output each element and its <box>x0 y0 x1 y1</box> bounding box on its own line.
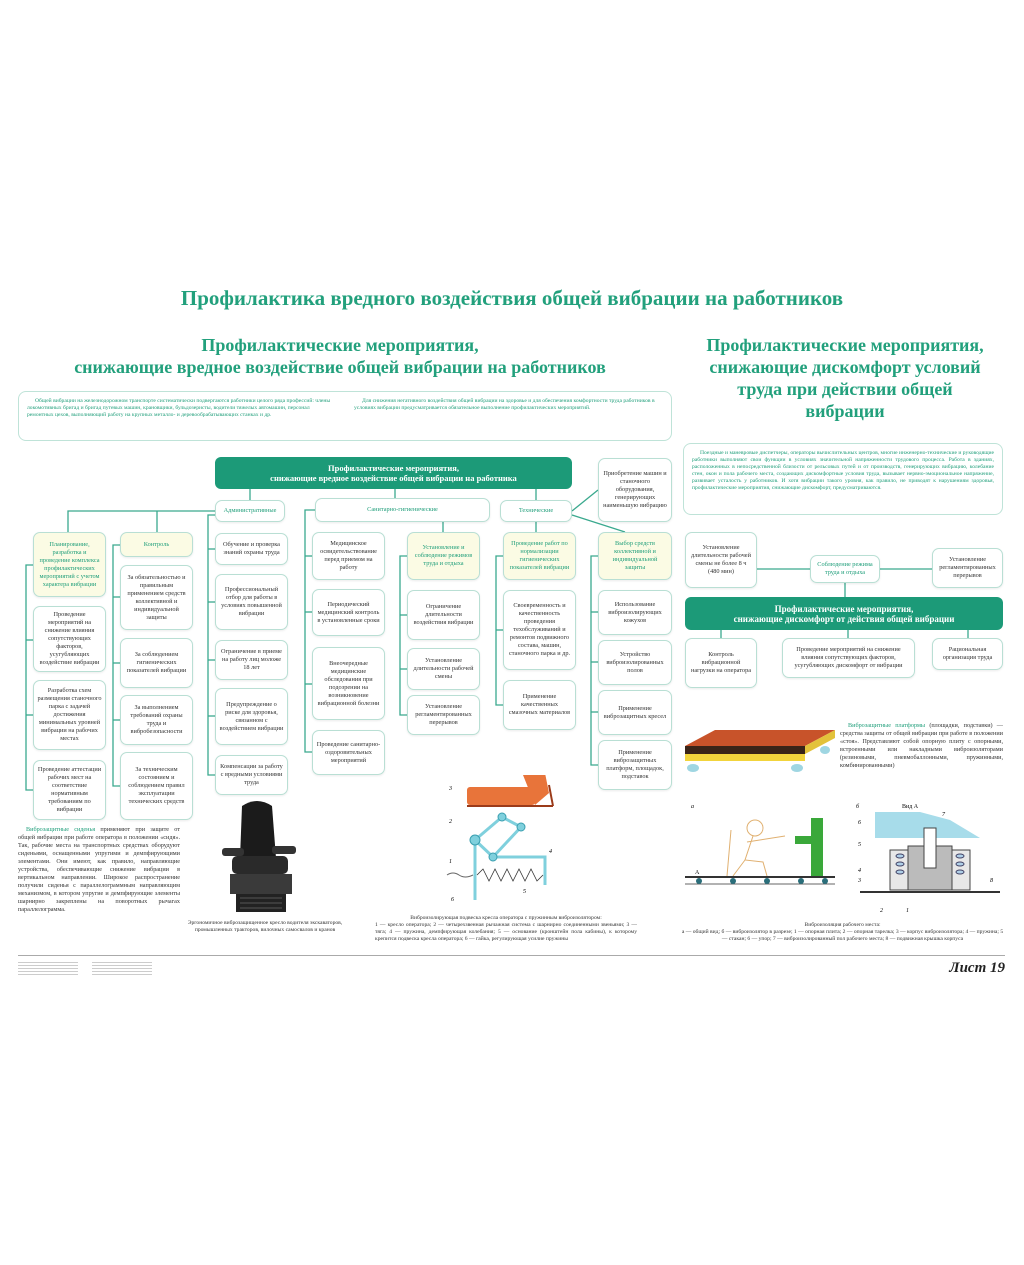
measure-box: Устройство виброизолированных полов <box>598 640 672 685</box>
measure-box: Проведение санитарно-оздоровительных мер… <box>312 730 385 775</box>
measure-box: Разработка схем размещения станочного па… <box>33 680 106 750</box>
measure-box: Применение виброзащитных платформ, площа… <box>598 740 672 790</box>
footer-imprint-small-print <box>92 962 152 976</box>
purchase-box: Приобретение машин и станочного оборудов… <box>598 458 672 522</box>
measure-box: Применение качественных смазочных матери… <box>503 680 576 730</box>
sheet-number: Лист 19 <box>949 960 1005 976</box>
suspension-label-2: 2 <box>449 819 452 825</box>
ergonomic-chair-image <box>222 801 296 912</box>
seats-paragraph: Виброзащитные сиденья применяют при защи… <box>18 826 180 914</box>
vibration-platform-image <box>685 730 835 772</box>
seat-suspension-diagram: 3 2 1 4 5 6 <box>446 775 554 903</box>
right-subtitle-line1: Профилактические мероприятия, <box>706 335 984 355</box>
measure-box: Профессиональный отбор для работы в усло… <box>215 574 288 630</box>
protection-header-box: Выбор средств коллективной и индивидуаль… <box>598 532 672 580</box>
measure-box: Ограничение в приеме на работу лиц молож… <box>215 640 288 680</box>
iso-label-2: 2 <box>880 908 883 914</box>
control-header-box: Контроль <box>120 532 193 557</box>
point-a-label: А <box>695 870 700 876</box>
measure-box: За обязательностью и правильным применен… <box>120 565 193 630</box>
isolation-caption-text: а — общий вид; б — виброизолятор в разре… <box>681 929 1004 942</box>
measure-box: Обучение и проверка знаний охраны труда <box>215 533 288 565</box>
poster-title: Профилактика вредного воздействия общей … <box>180 286 844 310</box>
platforms-text: (площадки, подставки) — средства защиты … <box>840 722 1003 769</box>
left-subtitle-line2: снижающие вредное воздействие общей вибр… <box>74 357 606 377</box>
vibration-isolator-section-diagram: б Вид А 1 2 3 4 5 6 7 8 <box>856 803 1000 914</box>
iso-label-7: 7 <box>942 812 946 818</box>
seats-highlight: Виброзащитные сиденья <box>26 826 96 833</box>
footer-imprint-small-print <box>18 962 78 976</box>
category-sanitary: Санитарно-гигиенические <box>315 498 490 522</box>
measure-box: За соблюдением гигиенических показателей… <box>120 638 193 688</box>
factors-box: Проведение мероприятий на снижение влиян… <box>782 638 915 678</box>
right-subtitle: Профилактические мероприятия, снижающие … <box>680 334 1010 422</box>
isolation-caption: Виброизоляция рабочего места: а — общий … <box>680 922 1005 943</box>
left-intro-text-2: Для снижения негативного воздействия общ… <box>354 398 655 411</box>
breaks-box: Установление регламентированных перерыво… <box>932 548 1003 588</box>
suspension-caption-text: 1 — кресло оператора; 2 — четырехзвенная… <box>375 922 637 942</box>
right-central-line1: Профилактические мероприятия, <box>774 603 914 614</box>
suspension-label-6: 6 <box>451 897 454 903</box>
right-intro-box: Поездные и маневровые диспетчеры, операт… <box>683 443 1003 515</box>
measure-box: Медицинское освидетельствование перед пр… <box>312 532 385 580</box>
seats-text: применяют при защите от общей вибрации п… <box>18 826 180 913</box>
workplace-isolation-diagram: а А <box>685 804 835 885</box>
measure-box: Своевременность и качественность проведе… <box>503 590 576 670</box>
suspension-label-1: 1 <box>449 859 452 865</box>
left-subtitle: Профилактические мероприятия, снижающие … <box>40 334 640 378</box>
view-a-label: Вид А <box>902 804 919 810</box>
measure-box: Предупреждение о риске для здоровья, свя… <box>215 688 288 745</box>
right-central-header: Профилактические мероприятия, снижающие … <box>685 597 1003 630</box>
right-subtitle-line3: труда при действии общей <box>737 379 953 399</box>
diagram-b-label: б <box>856 803 860 810</box>
iso-label-3: 3 <box>857 878 861 884</box>
measure-box: Проведение мероприятий на снижение влиян… <box>33 606 106 672</box>
platforms-highlight: Виброзащитные платформы <box>848 722 926 729</box>
suspension-caption-title: Виброизолирующая подвеска кресла операто… <box>410 915 602 921</box>
measure-box: За выполнением требований охраны труда и… <box>120 695 193 745</box>
iso-label-1: 1 <box>906 908 909 914</box>
control-load-box: Контроль вибрационной нагрузки на операт… <box>685 638 757 688</box>
measure-box: Периодический медицинский контроль в уст… <box>312 589 385 636</box>
footer-divider <box>18 955 1005 956</box>
left-intro-text-1: Общей вибрации на железнодорожном трансп… <box>27 398 331 418</box>
measure-box: За техническим состоянием и соблюдением … <box>120 752 193 820</box>
shift-duration-box: Установление длительности рабочей смены … <box>685 532 757 588</box>
iso-label-4: 4 <box>858 867 861 874</box>
measure-box: Использование виброизолирующих кожухов <box>598 590 672 635</box>
suspension-label-3: 3 <box>448 786 452 792</box>
suspension-label-5: 5 <box>523 889 526 895</box>
left-central-line1: Профилактические мероприятия, <box>328 463 459 473</box>
measure-box: Установление регламентированных перерыво… <box>407 695 480 735</box>
regime-header-box: Установление и соблюдение режимов труда … <box>407 532 480 580</box>
chair-caption: Эргономичное виброзащищенное кресло води… <box>187 920 343 933</box>
category-technical: Технические <box>500 500 572 522</box>
measure-box: Установление длительности рабочей смены <box>407 648 480 690</box>
regime-box: Соблюдение режима труда и отдыха <box>810 555 880 583</box>
measure-box: Внеочередные медицинские обследования пр… <box>312 647 385 720</box>
suspension-caption: Виброизолирующая подвеска кресла операто… <box>375 915 637 943</box>
iso-label-8: 8 <box>990 878 993 884</box>
left-central-header: Профилактические мероприятия, снижающие … <box>215 457 572 489</box>
isolation-caption-title: Виброизоляция рабочего места: <box>804 922 881 928</box>
suspension-label-4: 4 <box>549 848 552 855</box>
right-subtitle-line2: снижающие дискомфорт условий <box>709 357 981 377</box>
diagram-a-label: а <box>691 804 694 810</box>
left-central-line2: снижающие вредное воздействие общей вибр… <box>270 473 517 483</box>
measure-box: Ограничение длительности воздействия виб… <box>407 590 480 640</box>
right-central-line2: снижающие дискомфорт от действия общей в… <box>733 613 955 624</box>
measure-box: Компенсации за работу с вредными условия… <box>215 755 288 795</box>
iso-label-6: 6 <box>858 820 861 826</box>
normalization-header-box: Проведение работ по нормализации гигиени… <box>503 532 576 580</box>
platforms-paragraph: Виброзащитные платформы (площадки, подст… <box>840 722 1003 770</box>
right-subtitle-line4: вибрации <box>805 401 885 421</box>
organization-box: Рациональная организация труда <box>932 638 1003 670</box>
left-intro-box: Общей вибрации на железнодорожном трансп… <box>18 391 672 441</box>
category-administrative: Административные <box>215 500 285 522</box>
iso-label-5: 5 <box>858 842 861 848</box>
measure-box: Проведение аттестации рабочих мест на со… <box>33 760 106 820</box>
planning-box: Планирование, разработка и проведение ко… <box>33 532 106 597</box>
left-subtitle-line1: Профилактические мероприятия, <box>201 335 479 355</box>
measure-box: Применение виброзащитных кресел <box>598 690 672 735</box>
